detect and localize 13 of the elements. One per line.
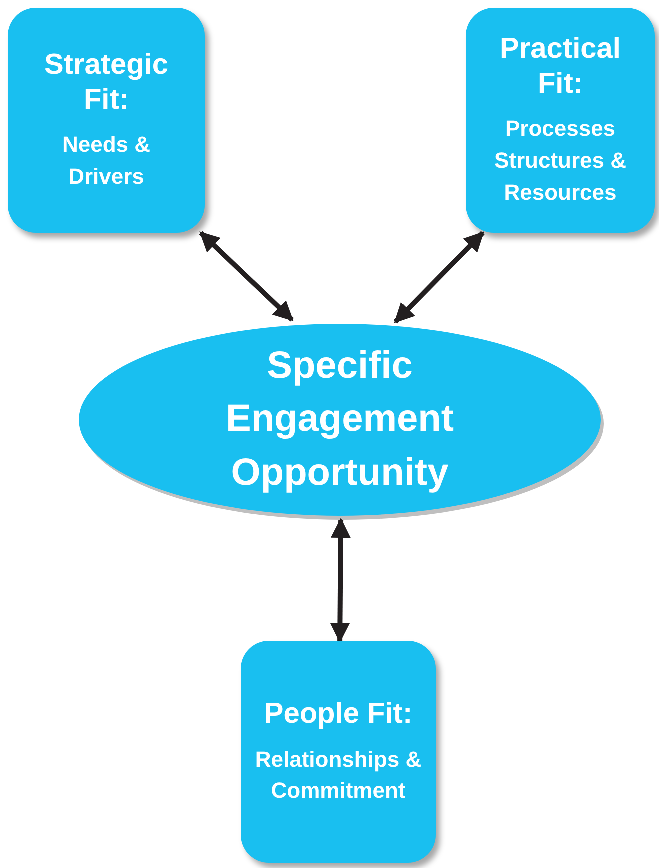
box-heading: Practical Fit:: [499, 32, 622, 102]
double-arrow: [330, 518, 351, 643]
box-heading: Strategic Fit:: [43, 48, 170, 118]
box-heading: People Fit:: [264, 696, 413, 732]
rounded-box: [241, 641, 436, 863]
double-arrow: [199, 231, 294, 322]
rounded-box: [8, 8, 205, 233]
box-body: Relationships & Commitment: [254, 746, 423, 806]
rounded-box: [466, 8, 655, 233]
box-body: Needs & Drivers: [61, 131, 152, 192]
box-body: Processes Structures & Resources: [493, 115, 628, 208]
double-arrow: [394, 231, 485, 324]
node-label: Specific Engagement Opportunity: [224, 344, 456, 496]
